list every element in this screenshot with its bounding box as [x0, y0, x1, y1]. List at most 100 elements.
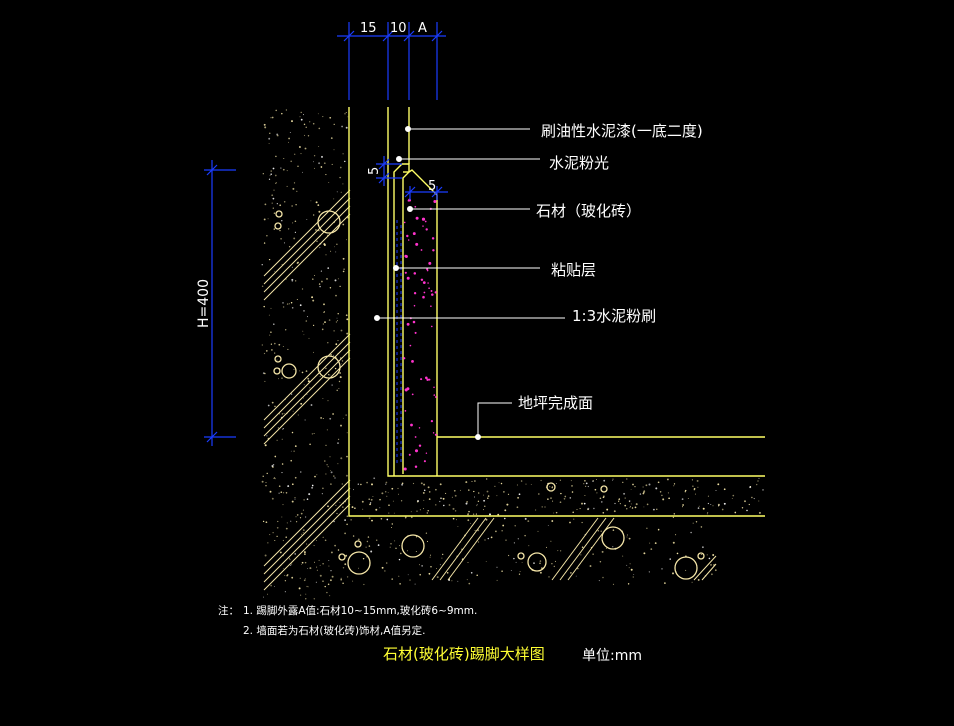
speckle-dot: [276, 439, 278, 441]
speckle-dot: [421, 565, 423, 567]
speckle-dot: [337, 340, 339, 342]
speckle-dot: [361, 500, 364, 503]
speckle-dot: [687, 498, 689, 499]
speckle-dot: [655, 487, 658, 490]
speckle-dot: [595, 478, 597, 480]
speckle-dot: [667, 492, 669, 494]
speckle-dot: [320, 417, 322, 419]
speckle-dot: [410, 516, 413, 519]
speckle-dot: [288, 303, 290, 305]
speckle-dot: [311, 433, 314, 435]
speckle-dot: [300, 153, 302, 155]
speckle-dot: [629, 505, 631, 507]
speckle-dot: [560, 492, 562, 495]
speckle-dot: [287, 485, 290, 488]
speckle-dot: [340, 424, 342, 427]
speckle-dot: [330, 570, 332, 572]
speckle-dot: [306, 393, 308, 395]
speckle-dot: [318, 283, 321, 285]
speckle-dot: [318, 559, 320, 561]
speckle-dot: [291, 576, 294, 579]
speckle-dot: [627, 583, 630, 585]
speckle-dot: [398, 558, 401, 561]
speckle-dot: [338, 388, 340, 389]
speckle-dot: [327, 505, 329, 508]
speckle-dot: [612, 583, 615, 586]
speckle-dot: [310, 404, 313, 406]
speckle-dot: [381, 566, 384, 569]
speckle-dot: [299, 370, 301, 372]
speckle-dot: [539, 571, 542, 574]
speckle-dot: [369, 503, 371, 506]
speckle-dot: [388, 512, 390, 514]
speckle-dot: [323, 303, 325, 306]
notes-prefix: 注：: [218, 605, 239, 617]
speckle-dot: [371, 519, 373, 522]
speckle-dot: [553, 565, 555, 568]
speckle-dot: [308, 493, 311, 496]
stone-speckle-dot: [413, 304, 416, 307]
speckle-dot: [296, 299, 298, 300]
speckle-dot: [379, 499, 381, 501]
speckle-dot: [272, 167, 275, 170]
speckle-dot: [336, 191, 338, 193]
speckle-dot: [362, 557, 365, 560]
speckle-dot: [288, 246, 291, 248]
speckle-dot: [547, 498, 549, 500]
speckle-dot: [330, 353, 332, 356]
speckle-dot: [544, 506, 546, 508]
speckle-dot: [681, 498, 684, 500]
speckle-dot: [316, 474, 318, 476]
speckle-dot: [712, 554, 715, 556]
speckle-dot: [436, 567, 438, 569]
speckle-dot: [446, 572, 449, 574]
speckle-dot: [676, 552, 679, 555]
speckle-dot: [347, 116, 349, 118]
speckle-dot: [710, 503, 712, 505]
speckle-dot: [419, 509, 421, 511]
speckle-dot: [313, 167, 316, 169]
stone-speckle-dot: [430, 290, 433, 292]
section-outlines: [348, 107, 765, 517]
speckle-dot: [584, 485, 587, 488]
dimension-small-vertical: 5: [367, 166, 382, 175]
speckle-dot: [472, 513, 475, 515]
speckle-dot: [454, 494, 457, 497]
speckle-dot: [270, 307, 272, 309]
speckle-dot: [422, 491, 425, 494]
speckle-dot: [372, 496, 374, 498]
speckle-dot: [300, 402, 303, 405]
speckle-dot: [598, 580, 600, 582]
speckle-dot: [352, 580, 354, 582]
speckle-dot: [288, 141, 289, 143]
speckle-dot: [317, 204, 320, 206]
stone-speckle-dot: [415, 216, 419, 220]
speckle-dot: [697, 507, 700, 509]
speckle-dot: [326, 429, 328, 431]
speckle-dot: [335, 504, 337, 506]
speckle-dot: [639, 493, 642, 495]
speckle-dot: [322, 398, 324, 399]
speckle-dot: [289, 559, 291, 561]
speckle-dot: [715, 489, 717, 491]
speckle-dot: [428, 572, 431, 575]
speckle-dot: [654, 542, 657, 545]
speckle-dot: [657, 481, 660, 484]
speckle-dot: [326, 464, 328, 466]
speckle-dot: [303, 551, 306, 554]
speckle-dot: [313, 214, 315, 216]
speckle-dot: [563, 497, 566, 500]
speckle-dot: [570, 572, 572, 574]
speckle-dot: [585, 482, 588, 485]
speckle-dot: [268, 314, 270, 316]
stone-speckle-dot: [412, 320, 416, 324]
speckle-dot: [342, 223, 345, 226]
speckle-dot: [584, 479, 586, 482]
speckle-dot: [401, 483, 404, 486]
label-mortar: 1:3水泥粉刷: [572, 307, 657, 325]
speckle-dot: [268, 258, 271, 261]
speckle-dot: [540, 479, 542, 482]
speckle-dot: [525, 483, 527, 485]
speckle-dot: [291, 307, 294, 309]
